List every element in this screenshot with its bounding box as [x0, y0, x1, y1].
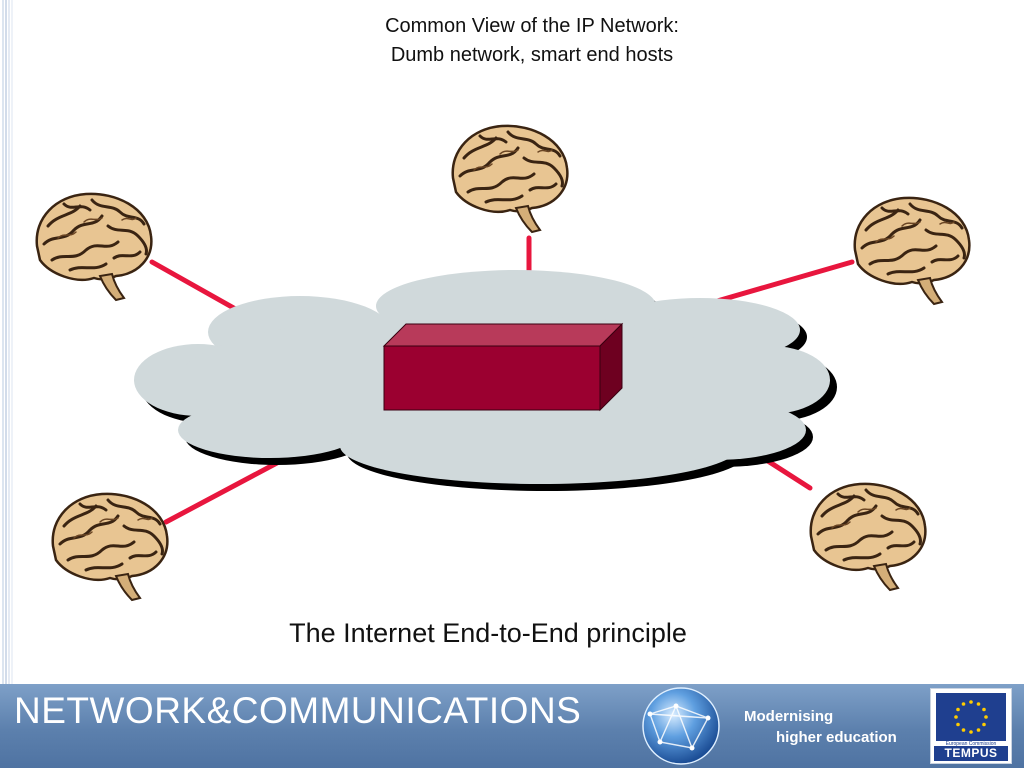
tagline-line2: higher education [776, 729, 897, 746]
brain-icon-top [451, 124, 569, 234]
eu-star [976, 702, 981, 706]
eu-star [984, 715, 988, 719]
slide-title-line2: Dumb network, smart end hosts [390, 44, 674, 66]
eu-star [982, 722, 986, 727]
tempus-brand: TEMPUS [934, 746, 1008, 761]
network-diagram [35, 124, 971, 602]
eu-star [956, 722, 960, 727]
footer-brand: NETWORK&COMMUNICATIONS [14, 690, 582, 731]
tempus-logo: European Commission TEMPUS [930, 688, 1012, 764]
eu-star [954, 715, 958, 719]
tagline-line1: Modernising [744, 708, 834, 725]
eu-star [982, 707, 986, 712]
eu-flag-icon [936, 693, 1006, 741]
brain-icon-upper-left [35, 192, 153, 302]
eu-star [956, 707, 960, 712]
eu-star [969, 700, 973, 704]
slide-title: Common View of the IP Network: Dumb netw… [262, 12, 802, 70]
eu-commission-text: European Commission [945, 741, 997, 747]
eu-star [969, 730, 973, 734]
footer-tagline: Modernising higher education [744, 706, 897, 748]
eu-star [976, 728, 981, 732]
brain-icon-upper-right [853, 196, 971, 306]
slide-title-line1: Common View of the IP Network: [385, 15, 679, 37]
left-edge-decoration [2, 0, 13, 684]
globe-icon [642, 687, 720, 765]
slide-caption: The Internet End-to-End principle [289, 618, 687, 648]
eu-star [961, 728, 966, 732]
router-box [382, 322, 624, 412]
footer-banner: NETWORK&COMMUNICATIONS Modernising highe… [0, 684, 1024, 768]
brain-icon-lower-left [51, 492, 169, 602]
brain-icon-lower-right [809, 482, 927, 592]
link-upper-right [697, 259, 855, 309]
link-lower-left [163, 453, 293, 525]
eu-star [961, 702, 966, 706]
